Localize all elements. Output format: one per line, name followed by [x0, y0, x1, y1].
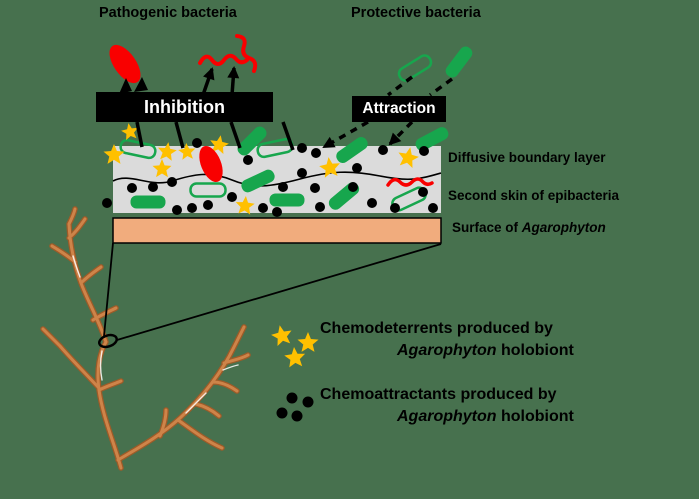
pathogenic-bacteria-label: Pathogenic bacteria [99, 5, 237, 21]
legend-dot-icon [291, 410, 303, 422]
chemoattractant-dot-icon [227, 192, 237, 202]
pathogen-squiggle-icon [235, 34, 258, 73]
legend-symbols [271, 325, 319, 422]
attraction-dashed-line [428, 77, 454, 97]
legend-dot-icon [302, 396, 314, 408]
green-rod-bacterium-icon [336, 136, 368, 164]
chemodeterrents-holobiont: holobiont [496, 342, 574, 359]
surface-label-species: Agarophyton [521, 220, 606, 235]
chemoattractant-dot-icon [352, 163, 362, 173]
chemodeterrent-star-icon [210, 135, 229, 154]
green-rod-bacterium-icon [130, 195, 166, 209]
chemodeterrents-legend-line2: Agarophyton holobiont [397, 342, 574, 360]
chemoattractant-dot-icon [192, 138, 202, 148]
attraction-dashed-line [386, 75, 414, 97]
chemoattractants-species: Agarophyton [397, 408, 497, 425]
inhibition-arrow [201, 67, 215, 96]
chemoattractants-legend-line1: Chemoattractants produced by [320, 386, 557, 403]
interaction-arrows [119, 66, 454, 151]
attraction-dashed-arrow [388, 120, 414, 146]
chemodeterrents-species: Agarophyton [397, 342, 497, 359]
chemodeterrent-star-icon [319, 157, 340, 178]
chemoattractant-dot-icon [311, 148, 321, 158]
agarophyton-surface-band [112, 217, 442, 244]
chemodeterrent-star-icon [121, 123, 138, 141]
attraction-box-label: Attraction [362, 100, 436, 117]
attraction-box: Attraction [352, 96, 446, 122]
inhibition-box-label: Inhibition [144, 96, 225, 117]
chemoattractant-dot-icon [203, 200, 213, 210]
chemoattractant-dot-icon [167, 177, 177, 187]
legend-dot-icon [276, 407, 288, 419]
chemodeterrent-star-icon [152, 159, 172, 178]
diffusive-boundary-layer-label: Diffusive boundary layer [448, 150, 606, 165]
magnification-callout [98, 242, 442, 349]
chemoattractant-dot-icon [102, 198, 112, 208]
surface-label-prefix: Surface of [452, 220, 522, 235]
inhibition-line [135, 121, 144, 148]
chemodeterrent-star-icon [178, 143, 196, 160]
inhibition-arrow [227, 66, 240, 96]
chemoattractant-dot-icon [148, 182, 158, 192]
chemoattractant-dot-icon [348, 182, 358, 192]
chemoattractant-dot-icon [390, 203, 400, 213]
chemodeterrents-legend-line1: Chemodeterrents produced by [320, 320, 553, 337]
chemoattractant-dot-icon [278, 182, 288, 192]
callout-line [116, 243, 442, 341]
callout-circle-icon [98, 333, 118, 349]
green-rod-bacterium-outline-icon [189, 182, 227, 198]
pathogen-squiggle-icon [198, 53, 249, 66]
chemoattractant-dot-icon [378, 145, 388, 155]
boundary-wavy-line [112, 171, 442, 187]
chemoattractant-dot-icon [272, 207, 282, 217]
inhibition-arrowhead-icon [119, 78, 132, 94]
legend-star-icon [284, 347, 306, 368]
chemoattractant-dot-icon [243, 155, 253, 165]
pathogen-squiggle-icon [386, 177, 434, 187]
chemodeterrent-star-icon [398, 147, 419, 168]
inhibition-box: Inhibition [96, 92, 273, 122]
legend-star-icon [271, 325, 292, 346]
pathogen-ellipse-icon [109, 44, 141, 84]
green-rod-bacterium-icon [241, 169, 275, 193]
attraction-dashed-arrow [322, 120, 369, 149]
protective-bacteria-label: Protective bacteria [351, 5, 481, 21]
agarophyton-thallus-illustration [40, 206, 251, 471]
surface-of-agarophyton-label: Surface of Agarophyton [452, 220, 606, 235]
inhibition-line [229, 121, 242, 149]
epibacteria-and-signals [102, 123, 449, 217]
chemoattractant-dot-icon [187, 203, 197, 213]
inhibition-line [174, 121, 185, 149]
chemoattractant-dot-icon [315, 202, 325, 212]
chemoattractant-dot-icon [297, 143, 307, 153]
legend-dot-icon [286, 392, 298, 404]
chemoattractant-dot-icon [172, 205, 182, 215]
free-bacteria [109, 34, 473, 84]
chemoattractants-holobiont: holobiont [496, 408, 574, 425]
chemoattractant-dot-icon [418, 187, 428, 197]
protective-rod-icon [445, 46, 473, 78]
protective-rod-outline-icon [397, 54, 433, 82]
chemoattractant-dot-icon [428, 203, 438, 213]
chemoattractant-dot-icon [367, 198, 377, 208]
chemodeterrent-star-icon [103, 144, 125, 164]
inhibition-line [281, 121, 295, 151]
second-skin-label: Second skin of epibacteria [448, 188, 620, 203]
legend-star-icon [297, 332, 319, 352]
chemoattractants-legend-line2: Agarophyton holobiont [397, 408, 574, 426]
inhibition-arrowhead-icon [134, 77, 148, 92]
chemoattractant-dot-icon [419, 146, 429, 156]
chemodeterrent-star-icon [235, 196, 255, 215]
green-rod-bacterium-icon [237, 126, 267, 156]
chemoattractant-dot-icon [310, 183, 320, 193]
chemoattractant-dot-icon [297, 168, 307, 178]
chemoattractant-dot-icon [127, 183, 137, 193]
green-rod-bacterium-icon [415, 127, 449, 151]
chemodeterrent-star-icon [158, 142, 177, 161]
pathogen-ellipse-icon [199, 145, 223, 183]
green-rod-bacterium-icon [269, 193, 305, 207]
chemoattractant-dot-icon [258, 203, 268, 213]
callout-line [103, 242, 114, 337]
